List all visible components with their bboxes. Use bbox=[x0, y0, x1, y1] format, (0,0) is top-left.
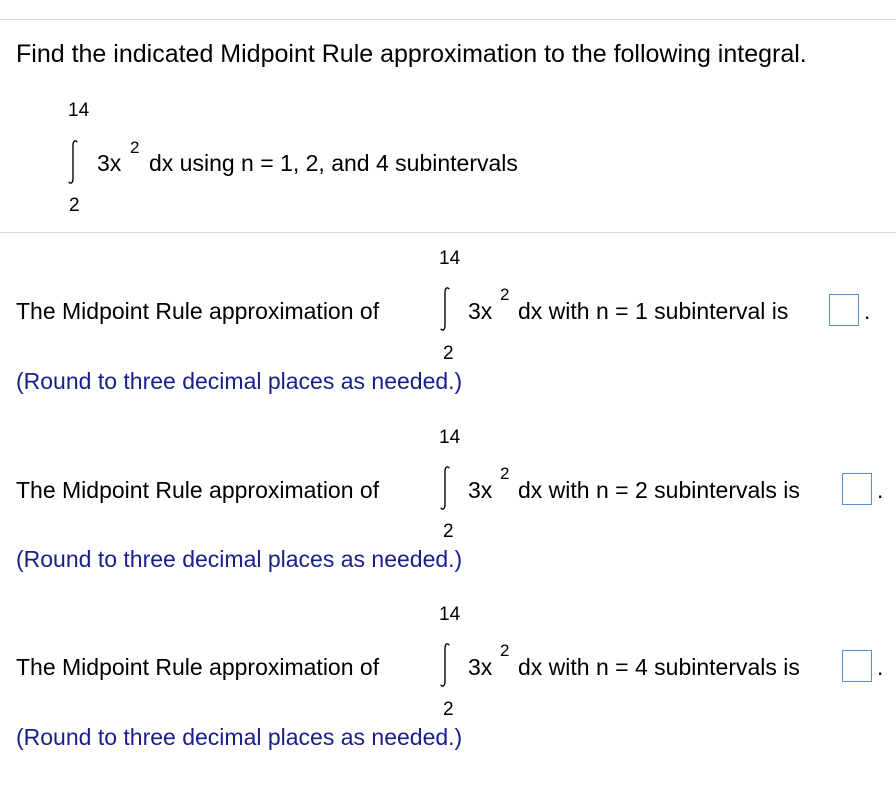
part-3-exponent: 2 bbox=[500, 641, 510, 660]
part-3-upper-limit: 14 bbox=[439, 604, 461, 625]
part-1-tail: dx with n = 1 subinterval is bbox=[518, 298, 789, 324]
part-2-lower-limit: 2 bbox=[443, 521, 454, 542]
part-1-upper-limit: 14 bbox=[439, 248, 461, 269]
part-3-lead: The Midpoint Rule approximation of bbox=[16, 654, 380, 680]
part-3-integrand: 3x bbox=[468, 654, 493, 680]
integral-sign-icon bbox=[68, 140, 78, 184]
part-2-rounding-note: (Round to three decimal places as needed… bbox=[16, 546, 463, 572]
part-3-answer-box[interactable] bbox=[842, 650, 872, 682]
part-1-integrand: 3x bbox=[468, 298, 493, 324]
part-1-answer-box[interactable] bbox=[829, 294, 859, 326]
part-2-exponent: 2 bbox=[500, 464, 510, 483]
question-suffix: dx using n = 1, 2, and 4 subintervals bbox=[149, 150, 518, 176]
part-2-upper-limit: 14 bbox=[439, 427, 461, 448]
top-divider bbox=[0, 19, 896, 20]
part-3-period: . bbox=[877, 654, 884, 680]
integral-sign-icon bbox=[440, 287, 450, 331]
question-exponent: 2 bbox=[130, 138, 140, 157]
part-2-lead: The Midpoint Rule approximation of bbox=[16, 477, 380, 503]
part-2-period: . bbox=[877, 477, 884, 503]
part-3-rounding-note: (Round to three decimal places as needed… bbox=[16, 724, 463, 750]
part-1-exponent: 2 bbox=[500, 285, 510, 304]
part-1-rounding-note: (Round to three decimal places as needed… bbox=[16, 368, 463, 394]
integral-sign-icon bbox=[440, 643, 450, 687]
part-1-lead: The Midpoint Rule approximation of bbox=[16, 298, 380, 324]
question-lower-limit: 2 bbox=[69, 195, 80, 216]
part-1-lower-limit: 2 bbox=[443, 343, 454, 364]
section-divider bbox=[0, 232, 896, 233]
part-1-period: . bbox=[864, 298, 871, 324]
integral-sign-icon bbox=[440, 466, 450, 510]
part-3-lower-limit: 2 bbox=[443, 699, 454, 720]
part-2-answer-box[interactable] bbox=[842, 473, 872, 505]
question-prompt: Find the indicated Midpoint Rule approxi… bbox=[16, 40, 807, 68]
part-3-tail: dx with n = 4 subintervals is bbox=[518, 654, 800, 680]
part-2-integrand: 3x bbox=[468, 477, 493, 503]
part-2-tail: dx with n = 2 subintervals is bbox=[518, 477, 800, 503]
question-upper-limit: 14 bbox=[68, 100, 90, 121]
question-integrand: 3x bbox=[97, 150, 122, 176]
